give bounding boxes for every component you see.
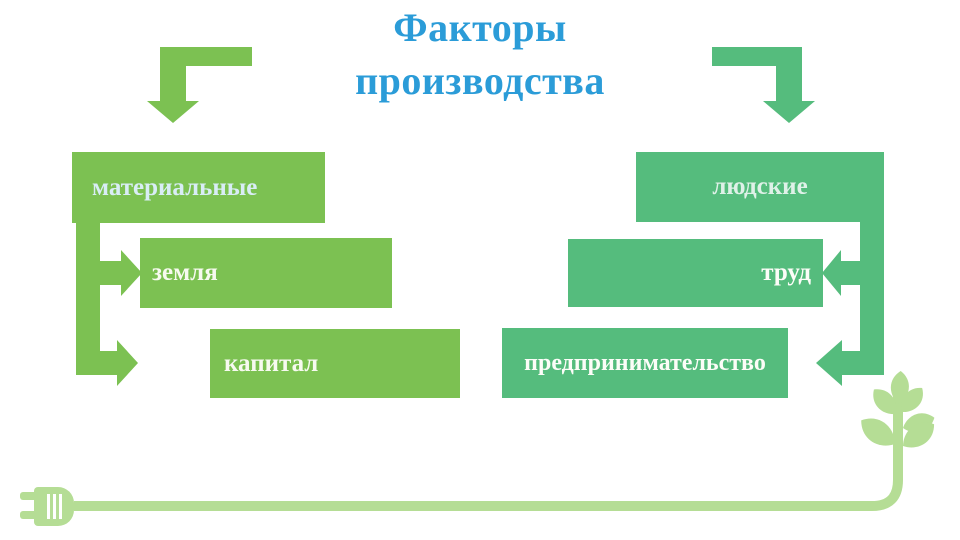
- child-box-land: земля: [140, 238, 392, 308]
- child-box-labor-label: труд: [761, 259, 811, 286]
- parent-box-human: людские: [636, 152, 884, 222]
- slide-title: Факторы производства: [0, 2, 960, 108]
- child-box-entrepreneurship: предпринимательство: [502, 328, 788, 398]
- parent-box-material: материальные: [72, 152, 325, 223]
- branch-arrow-labor-icon: [822, 250, 860, 296]
- sprout-icon: [861, 371, 935, 448]
- branch-connector-right: [816, 222, 884, 386]
- branch-arrow-capital-icon: [100, 340, 138, 386]
- child-box-land-label: земля: [152, 259, 218, 286]
- title-line-2: производства: [355, 57, 605, 103]
- power-plug-icon: [20, 487, 74, 526]
- child-box-labor: труд: [568, 239, 823, 307]
- elbow-arrow-down-left-icon: [147, 47, 252, 123]
- branch-arrow-entrepreneurship-icon: [816, 340, 860, 386]
- child-box-capital: капитал: [210, 329, 460, 398]
- elbow-arrow-down-right-icon: [712, 47, 815, 123]
- child-box-entrepreneurship-label: предпринимательство: [524, 349, 766, 376]
- parent-box-human-label: людские: [712, 173, 808, 200]
- child-box-capital-label: капитал: [224, 349, 319, 377]
- parent-box-material-label: материальные: [92, 173, 258, 201]
- branch-arrow-land-icon: [100, 250, 142, 296]
- branch-connector-left: [76, 223, 142, 386]
- title-line-1: Факторы: [393, 5, 567, 50]
- power-cord: [74, 382, 903, 511]
